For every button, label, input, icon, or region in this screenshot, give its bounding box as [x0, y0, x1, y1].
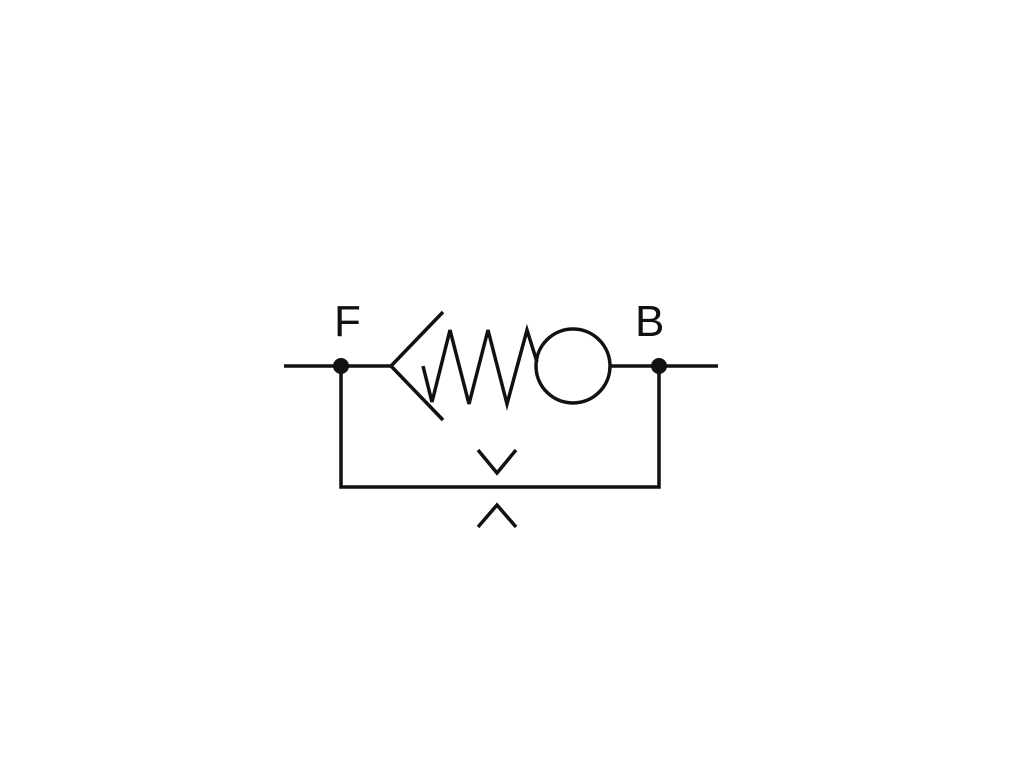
junction-dot-f [333, 358, 349, 374]
junction-dot-b [651, 358, 667, 374]
bypass-line [339, 366, 661, 489]
orifice-upper [476, 448, 518, 476]
port-label-f: F [334, 297, 361, 346]
spring [421, 323, 539, 411]
port-label-b: B [635, 297, 664, 346]
valve-seat [388, 310, 445, 422]
orifice-lower [476, 502, 518, 529]
check-ball [534, 327, 612, 405]
